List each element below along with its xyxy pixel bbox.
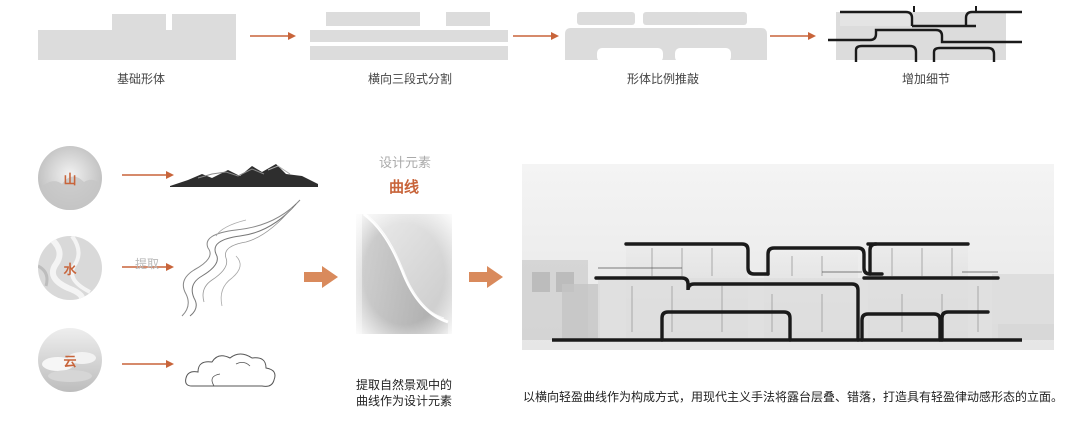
mountain-circle: 山 <box>38 146 102 210</box>
arrow-right-icon <box>122 360 174 368</box>
arrow-right-icon <box>513 32 559 40</box>
cloud-circle: 云 <box>38 328 102 392</box>
water-curve-lines <box>181 199 301 317</box>
step-1-label: 基础形体 <box>116 72 166 86</box>
water-char: 水 <box>63 262 77 278</box>
cloud-outline <box>185 353 276 387</box>
step-4-label: 增加细节 <box>901 72 951 86</box>
step-1-diagram <box>38 14 236 60</box>
mountain-char: 山 <box>63 172 77 188</box>
design-keyword: 曲线 <box>389 178 420 196</box>
extract-label: 提取 <box>135 257 160 271</box>
block-arrow-icon <box>304 266 338 288</box>
step-2-diagram <box>310 12 508 60</box>
facade-rendering <box>522 164 1054 350</box>
design-title: 设计元素 <box>379 156 432 171</box>
arrow-right-icon <box>122 263 174 271</box>
step-3-diagram <box>565 12 767 62</box>
step-2-label: 横向三段式分割 <box>367 72 453 86</box>
block-arrow-icon <box>469 266 503 288</box>
design-caption-line-1: 提取自然景观中的 <box>356 378 453 392</box>
design-caption-line-2: 曲线作为设计元素 <box>356 394 453 408</box>
curve-image <box>356 212 452 334</box>
mountain-silhouette <box>170 164 318 187</box>
arrow-right-icon <box>250 32 296 40</box>
arrow-right-icon <box>770 32 816 40</box>
cloud-char: 云 <box>63 354 77 370</box>
arrow-right-icon <box>122 171 174 179</box>
water-circle: 水 <box>38 236 102 300</box>
step-3-label: 形体比例推敲 <box>626 72 700 86</box>
facade-caption: 以横向轻盈曲线作为构成方式，用现代主义手法将露台层叠、错落，打造具有轻盈律动感形… <box>523 390 1064 404</box>
step-4-diagram <box>828 6 1022 62</box>
